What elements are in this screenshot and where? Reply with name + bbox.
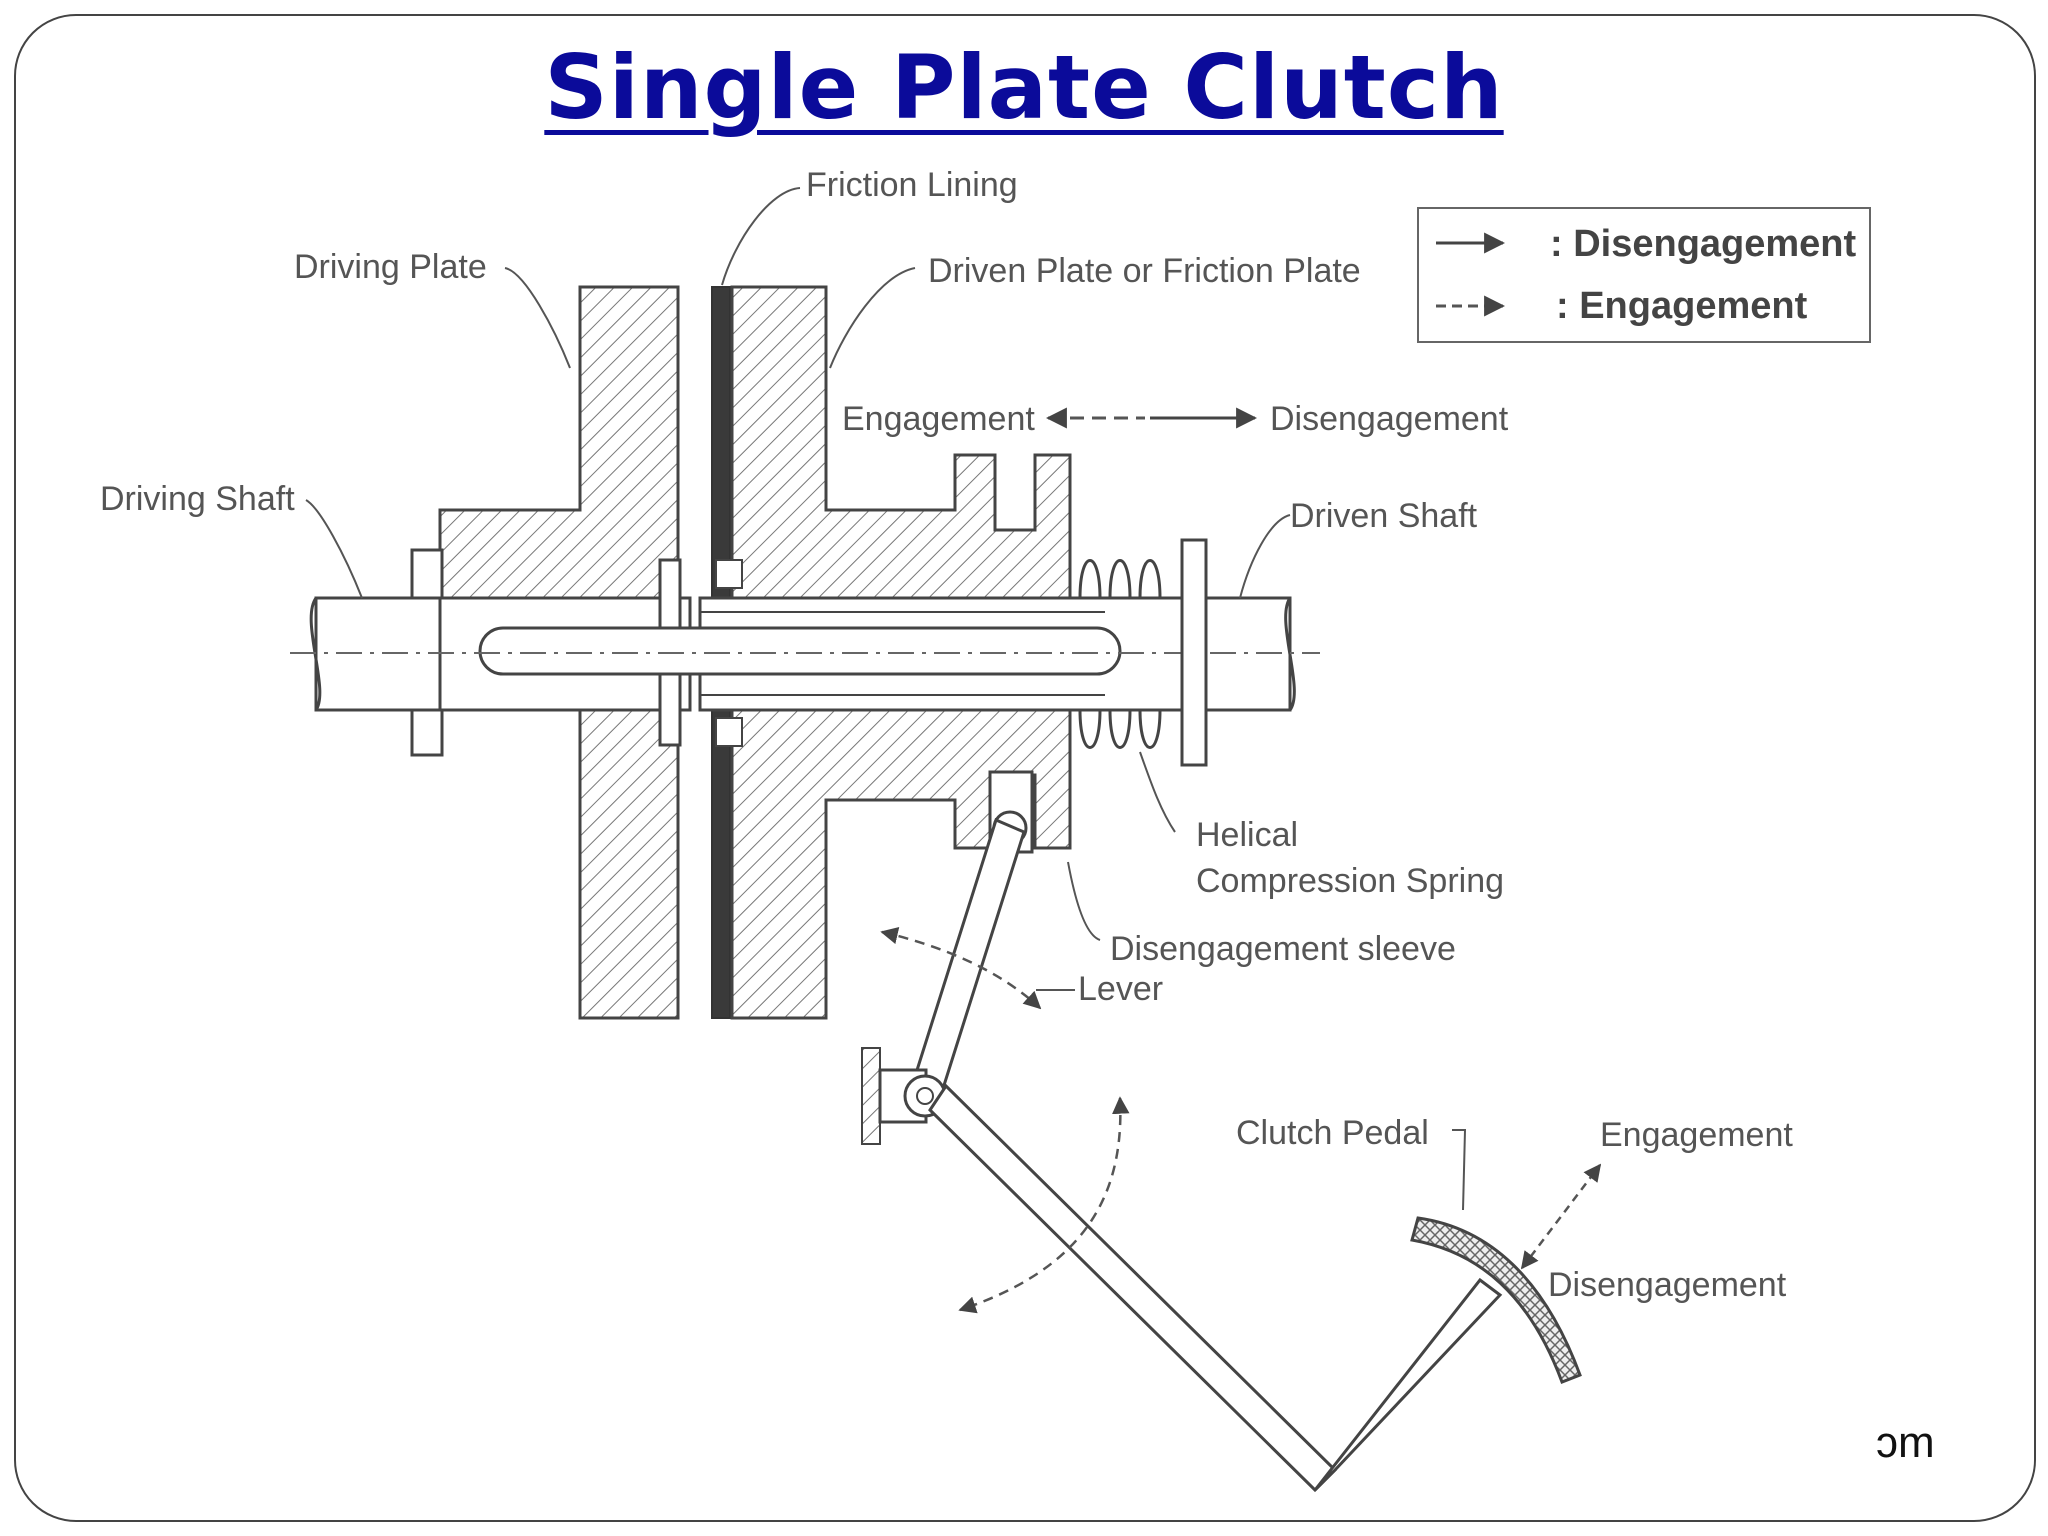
legend-box xyxy=(1417,207,1871,343)
clutch-pedal-pad xyxy=(1410,1216,1582,1384)
label-clutch-pedal: Clutch Pedal xyxy=(1236,1114,1429,1152)
label-driven-shaft: Driven Shaft xyxy=(1290,497,1478,535)
legend-engagement: : Engagement xyxy=(1556,285,1808,327)
label-pedal-engagement: Engagement xyxy=(1600,1116,1793,1154)
label-pedal-disengagement: Disengagement xyxy=(1548,1266,1787,1304)
pedal-arc xyxy=(958,1096,1130,1314)
label-sleeve: Disengagement sleeve xyxy=(1110,930,1456,968)
label-disengagement-top: Disengagement xyxy=(1270,400,1509,438)
lever-arc xyxy=(880,927,1042,1010)
label-driving-plate: Driving Plate xyxy=(294,248,487,286)
legend-disengagement: : Disengagement xyxy=(1550,223,1857,265)
label-lever: Lever xyxy=(1078,970,1163,1008)
label-compression-spring: Compression Spring xyxy=(1196,862,1504,900)
spring-collar xyxy=(1180,538,1208,767)
label-driving-shaft: Driving Shaft xyxy=(100,480,295,518)
pivot-wall xyxy=(861,1047,881,1145)
label-helical: Helical xyxy=(1196,816,1298,854)
label-driven-plate: Driven Plate or Friction Plate xyxy=(928,252,1361,290)
driving-shaft xyxy=(314,596,448,712)
helical-spring xyxy=(1078,559,1162,749)
page-title: Single Plate Clutch xyxy=(544,36,1504,139)
label-engagement-top: Engagement xyxy=(842,400,1035,438)
corner-text: ɔm xyxy=(1876,1418,1935,1467)
label-friction-lining: Friction Lining xyxy=(806,166,1018,204)
lever xyxy=(910,817,1026,1101)
pedal-motion-arrow xyxy=(1520,1163,1602,1270)
